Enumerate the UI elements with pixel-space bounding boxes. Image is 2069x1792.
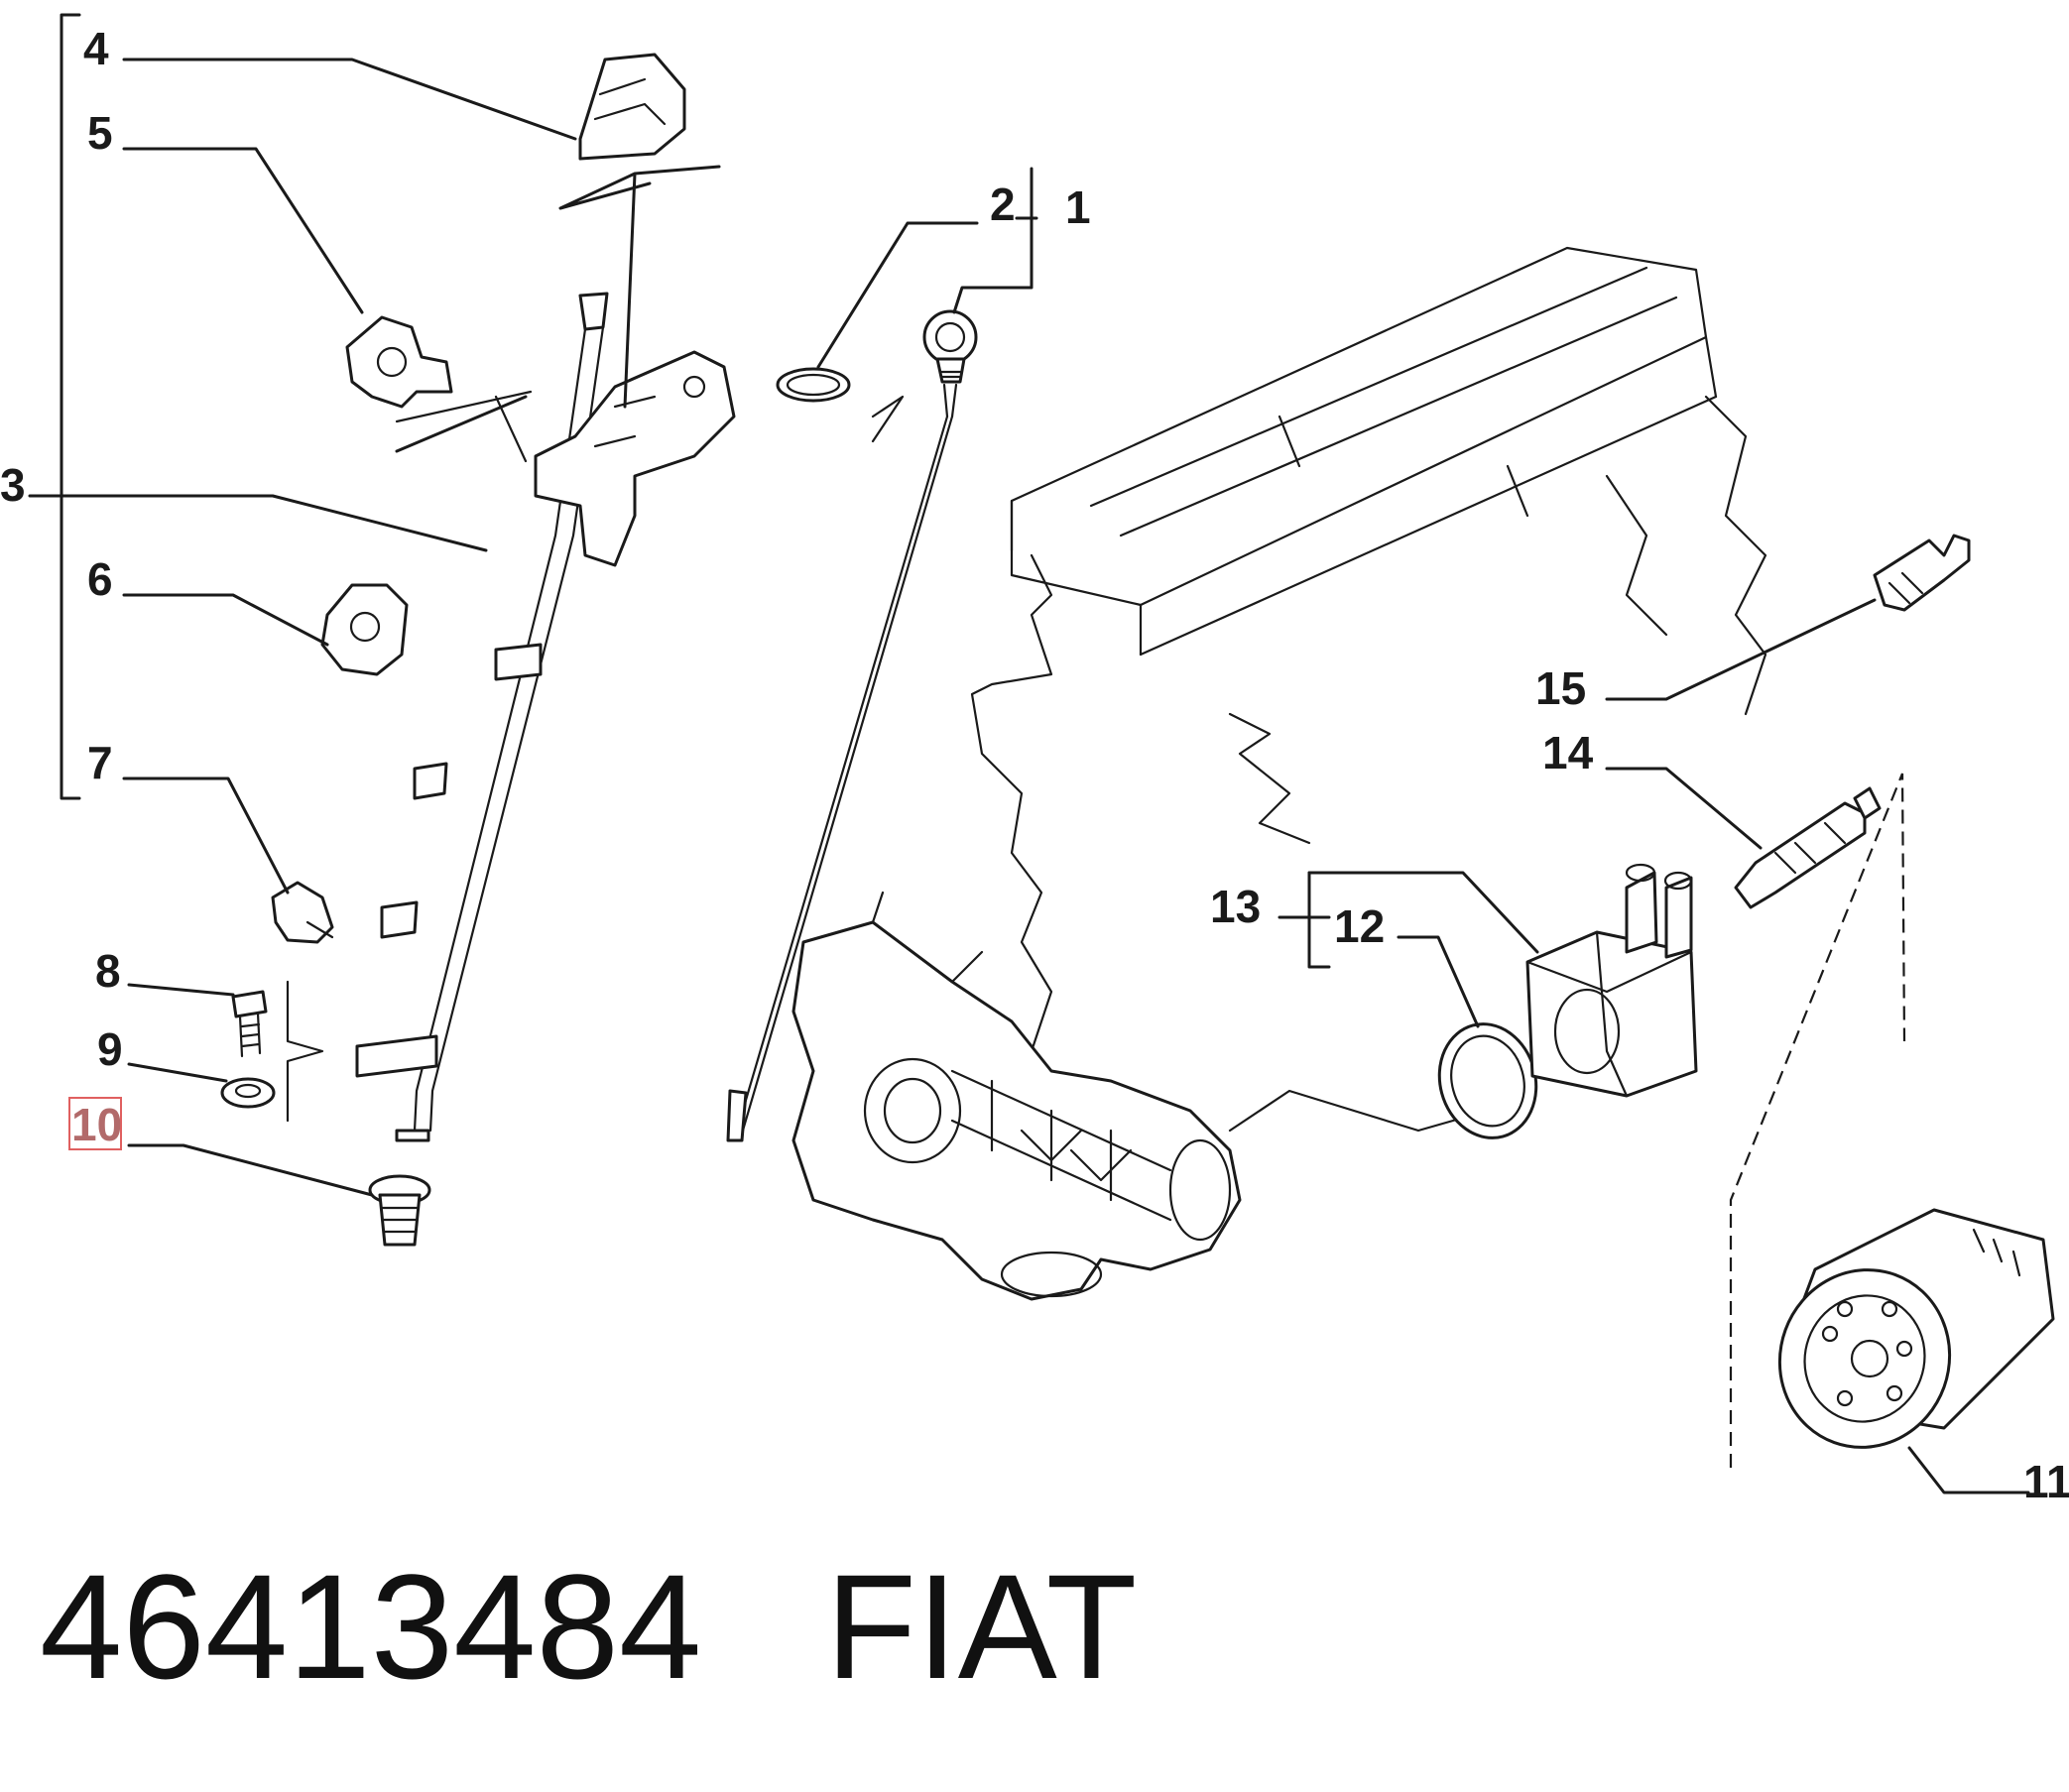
oil-pump-housing: [791, 891, 1242, 1301]
clip-4: [578, 53, 686, 161]
clip-6: [320, 583, 409, 676]
part-number: 46413484: [40, 1543, 702, 1710]
oil-filter-11: [1777, 1208, 2055, 1449]
union-14: [1734, 786, 1882, 909]
callout-15: 15: [1535, 662, 1586, 714]
washer-9: [220, 1077, 276, 1109]
oil-dipstick: [726, 309, 978, 1142]
callout-4: 4: [83, 23, 109, 74]
brand-name: FIAT: [825, 1543, 1138, 1710]
callout-14: 14: [1542, 727, 1594, 778]
filter-dashed-frame: [1729, 773, 1906, 1468]
callout-labels: 1 2 3 4 5 6 7 8 9 10 11 12 13 14 15: [0, 23, 2069, 1507]
dipstick-guide-tube: [355, 292, 736, 1142]
dipstick-seal: [776, 367, 851, 403]
leader-lines: [28, 13, 2030, 1494]
callout-11: 11: [2023, 1456, 2069, 1507]
callout-7: 7: [87, 737, 113, 788]
callout-10: 10: [71, 1099, 122, 1150]
callout-6: 6: [87, 553, 113, 605]
callout-13: 13: [1210, 881, 1261, 932]
sensor-15: [1873, 534, 1971, 612]
clip-7: [271, 881, 334, 944]
part-caption: 46413484 FIAT: [40, 1552, 1137, 1701]
drain-plug-10: [368, 1174, 431, 1247]
oil-cooler-13: [1525, 863, 1698, 1098]
callout-1: 1: [1065, 181, 1091, 233]
callout-2: 2: [990, 179, 1016, 230]
callout-10-highlight: [68, 1097, 122, 1150]
bolt-8: [231, 990, 268, 1058]
seal-bracket: [871, 395, 905, 443]
clip-5: [345, 315, 453, 409]
bolt-bracket: [286, 980, 324, 1123]
callout-8: 8: [95, 945, 121, 997]
callout-9: 9: [97, 1023, 123, 1075]
callout-12: 12: [1334, 900, 1385, 952]
engine-block: [970, 246, 1767, 1133]
callout-5: 5: [87, 107, 113, 159]
callout-3: 3: [0, 459, 26, 511]
